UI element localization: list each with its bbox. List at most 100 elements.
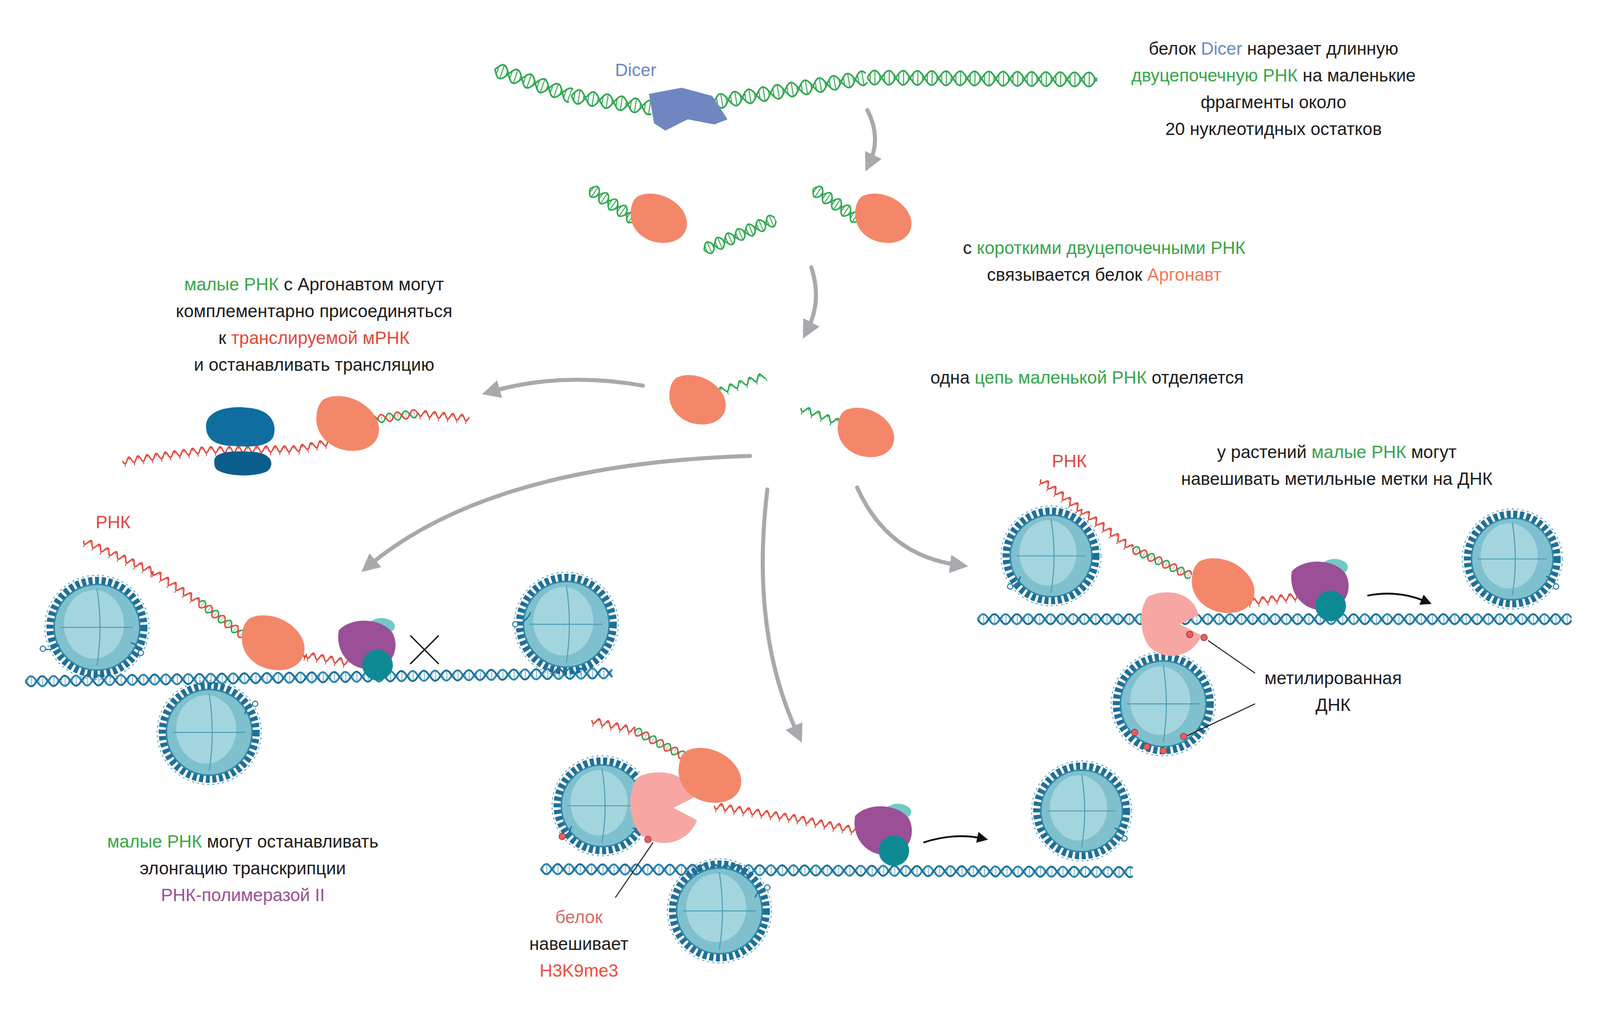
- protein-name: Dicer: [615, 56, 657, 84]
- histone-core: [533, 587, 594, 657]
- label-word: у: [1217, 442, 1227, 463]
- direction-arrow: [923, 836, 983, 844]
- histone-core: [686, 874, 747, 943]
- flow-arrow: [867, 110, 875, 164]
- label-word: отделяется: [1151, 367, 1245, 388]
- label-word: остатков: [1310, 118, 1382, 139]
- label-word: ДНК: [1457, 469, 1493, 489]
- label-word: длинную: [1326, 38, 1399, 59]
- label-word: 20: [1165, 118, 1186, 139]
- rna-base: [83, 540, 199, 604]
- histone-tail: [512, 621, 518, 628]
- methyl-dot: [1143, 743, 1151, 751]
- histone-core: [172, 694, 246, 772]
- label-word: останавливать: [257, 831, 379, 852]
- rna-polymerase: [338, 618, 396, 681]
- nucleosome-dna: [1111, 652, 1216, 757]
- ribosome-small: [214, 451, 272, 476]
- label-word: могут: [398, 274, 445, 295]
- histone-core: [676, 868, 763, 955]
- histone-core: [530, 585, 604, 664]
- argonaute-protein: [241, 615, 305, 671]
- nucleosome-dna: [49, 580, 144, 675]
- label-word: могут: [1411, 442, 1457, 463]
- label-word: комплементарно: [175, 301, 315, 322]
- nucleosome-dna: [1116, 657, 1211, 751]
- label-word: фрагменты: [1200, 92, 1294, 113]
- label-word: навешивает: [529, 934, 629, 955]
- flow-arrow: [762, 489, 799, 735]
- nucleosome-dna: [519, 577, 614, 672]
- hybrid-strand: [1132, 548, 1192, 576]
- step-note: одна цепь маленькой РНК отделяется: [930, 364, 1245, 392]
- label-word: метки: [1380, 469, 1428, 489]
- dsrna-strand: [494, 69, 573, 98]
- stop-cross: [410, 635, 439, 665]
- nucleosome-dna: [672, 864, 767, 959]
- rna: [591, 719, 636, 733]
- histone-core: [1480, 523, 1538, 590]
- label-word: РНК: [1371, 442, 1406, 463]
- step-note: белок Dicer нарезает длинную двуцепочечн…: [1131, 35, 1417, 143]
- label-word: мРНК: [362, 328, 411, 348]
- direction-arrow: [1367, 593, 1427, 602]
- label-word: связывается: [986, 264, 1090, 285]
- label-word: растений: [1230, 442, 1307, 463]
- label-word: РНК: [1052, 451, 1088, 472]
- histone-core: [682, 872, 756, 950]
- methyl-marks: [559, 631, 1208, 844]
- ribosome-large: [205, 407, 275, 447]
- step-note: малые РНК с Аргонавтом могут комплемента…: [175, 271, 453, 379]
- histone-core: [1010, 515, 1092, 597]
- label-word: ДНК: [1315, 695, 1351, 716]
- label-word: короткими: [976, 237, 1062, 258]
- label-word: РНК: [95, 512, 131, 533]
- label-word: с: [284, 274, 294, 295]
- histone-core: [166, 689, 252, 776]
- small-rna-base: [717, 374, 768, 399]
- histone-core: [570, 770, 628, 836]
- nucleosome-dna: [1462, 509, 1563, 610]
- label-word: цепь: [974, 367, 1014, 388]
- histone-core: [1046, 774, 1116, 848]
- histone-core: [1016, 519, 1086, 593]
- label-word: малые: [184, 274, 240, 295]
- histone-core: [1126, 665, 1200, 743]
- mrna: [418, 411, 470, 422]
- dicer-protein: [649, 87, 728, 131]
- dsrna-strand: [704, 219, 777, 254]
- rna-label: РНК: [1052, 448, 1088, 475]
- leader-line: [615, 843, 653, 899]
- label-word: РНК: [1111, 367, 1147, 388]
- methyltransferase-protein: [1141, 592, 1202, 657]
- label-word: метильные: [1284, 469, 1376, 489]
- label-word: РНК-полимеразой: [160, 885, 310, 906]
- label-word: малые: [107, 831, 162, 852]
- rna-label: РНК: [95, 509, 131, 537]
- small-rna: [714, 374, 766, 396]
- hybrid-rung: [1133, 547, 1192, 579]
- label-word: H3K9me3: [539, 961, 619, 981]
- nucleosome-dna: [157, 680, 262, 785]
- dsrna-rung: [716, 71, 865, 108]
- methyl-dot: [559, 833, 566, 840]
- argonaute-group: [630, 193, 912, 458]
- methyl-dot: [1131, 729, 1138, 736]
- histone-tail: [252, 701, 258, 708]
- dsrna-strand: [867, 70, 1097, 87]
- step-note: с короткими двуцепочечными РНК связывает…: [963, 234, 1246, 289]
- flow-arrow: [368, 456, 750, 567]
- step-note: малые РНК могут останавливать элонгацию …: [107, 828, 379, 910]
- dna-strand: [540, 864, 1133, 878]
- dna-strand: [977, 614, 1572, 625]
- label-word: РНК: [1262, 65, 1298, 86]
- label-word: маленькие: [1327, 65, 1416, 86]
- label-word: Dicer: [1200, 38, 1242, 59]
- histone-core: [54, 584, 140, 671]
- label-word: Аргонавтом: [297, 274, 394, 295]
- step-note: у растений малые РНК могут навешивать ме…: [1181, 438, 1493, 493]
- dsrna-strand: [571, 90, 652, 115]
- nucleosome-dna: [1001, 505, 1102, 607]
- argonaute-protein: [630, 193, 687, 243]
- argonaute-protein: [316, 396, 379, 451]
